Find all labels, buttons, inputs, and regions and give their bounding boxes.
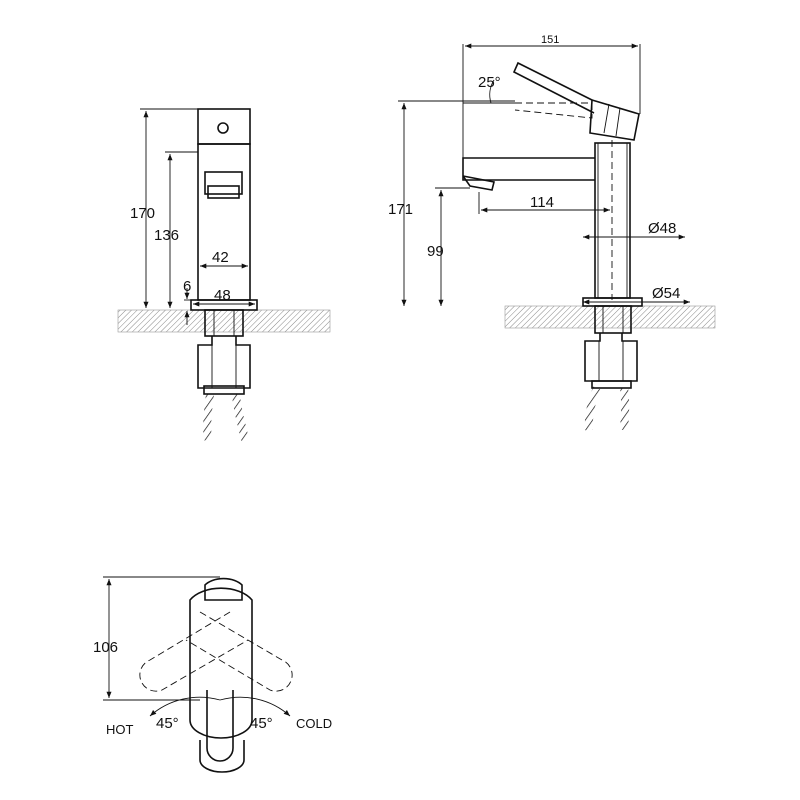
top-handle-center	[189, 587, 253, 739]
lever-pivot-icon	[217, 122, 229, 134]
side-hose-left	[584, 386, 601, 431]
side-fixing-nut	[584, 305, 638, 389]
hot-label: HOT	[106, 722, 134, 737]
side-aerator	[462, 175, 495, 191]
top-spout	[206, 690, 234, 762]
side-countertop	[504, 305, 716, 329]
top-handle-hot-position	[139, 611, 249, 692]
top-handle-head	[204, 577, 243, 601]
angle-cold: 45°	[250, 715, 273, 732]
front-faucet-body	[190, 108, 258, 311]
front-hose-left	[203, 393, 214, 441]
top-view: 106 45° 45° HOT COLD	[93, 576, 332, 773]
front-fixing-nut	[197, 309, 251, 395]
side-view: 151 25° 171 99 114 Ø48 Ø54	[388, 34, 716, 431]
front-hose-right	[232, 393, 249, 441]
top-handle-cold-position	[185, 611, 293, 692]
dim-overall-length: 151	[541, 34, 559, 46]
side-handle-head	[589, 98, 640, 141]
angle-hot: 45°	[156, 715, 179, 732]
side-hose-right	[620, 387, 630, 431]
dim-base-width: 48	[214, 287, 231, 304]
cold-label: COLD	[296, 716, 332, 731]
front-view: 170 136 42 48 6	[117, 108, 331, 441]
dim-base-height: 6	[183, 278, 191, 295]
dim-total-height-side: 171	[388, 201, 413, 218]
front-countertop	[117, 309, 331, 333]
dim-body-width: 42	[212, 249, 229, 266]
dim-outlet-height: 99	[427, 243, 444, 260]
dim-base-diameter: Ø54	[652, 285, 680, 302]
side-spout	[462, 157, 595, 181]
dim-spout-reach: 114	[530, 194, 554, 211]
side-lever	[512, 61, 595, 114]
dim-handle-angle: 25°	[478, 74, 501, 91]
dim-body-diameter: Ø48	[648, 220, 676, 237]
dim-total-height: 170	[130, 205, 155, 222]
dim-spout-height: 136	[154, 227, 179, 244]
dim-top-depth: 106	[93, 639, 118, 656]
